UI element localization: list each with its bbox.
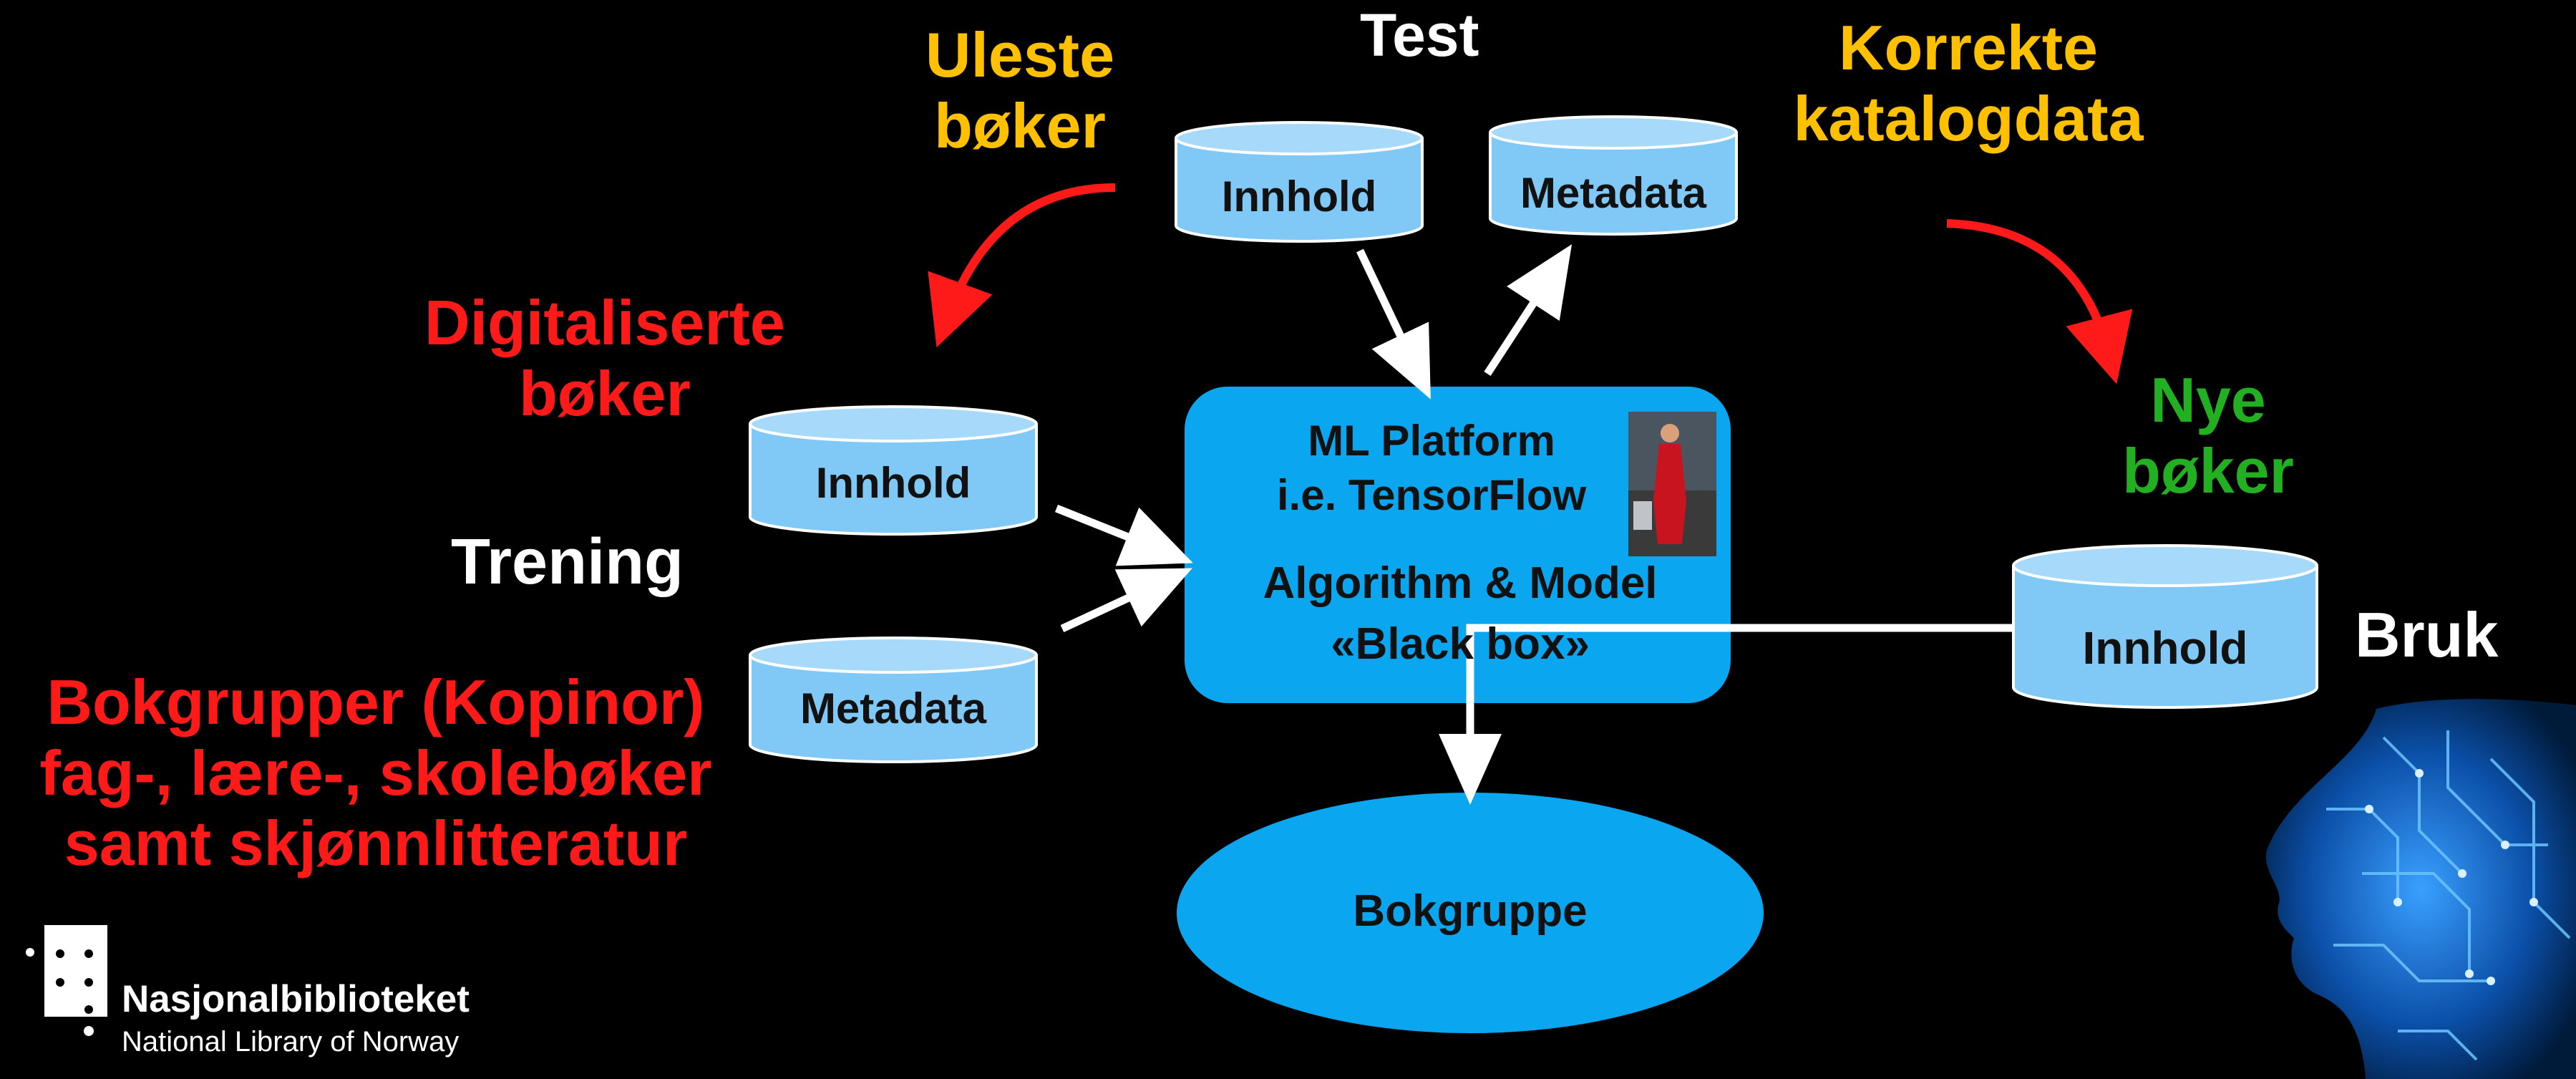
platform-line-3: Algorithm & Model [1263, 558, 1658, 608]
platform-line-1: ML Platform [1308, 417, 1555, 465]
ai-head-graphic [2265, 699, 2576, 1079]
bokgruppe-label: Bokgruppe [1353, 886, 1588, 936]
logo-name: Nasjonalbiblioteket [122, 978, 470, 1020]
train-metadata-label: Metadata [799, 684, 987, 732]
arrow-use-innhold-to-bokgruppe [1439, 624, 2013, 805]
bokgruppe-output [1177, 793, 1764, 1033]
trening-label: Trening [451, 526, 684, 598]
korrekte-katalogdata-label: Korrekte katalogdata [1793, 12, 2144, 154]
uleste-boker-label: Uleste bøker [925, 19, 1115, 161]
nye-boker-label: Nye bøker [2122, 364, 2294, 506]
person-photo [1628, 412, 1716, 556]
test-innhold-store [1175, 121, 1424, 243]
test-metadata-store [1489, 115, 1738, 236]
bruk-label: Bruk [2355, 599, 2499, 670]
test-innhold-label: Innhold [1221, 173, 1377, 221]
platform-line-2: i.e. TensorFlow [1276, 471, 1587, 519]
arrow-katalogdata-to-nye [1946, 219, 2133, 384]
bokgrupper-label: Bokgrupper (Kopinor) fag-, lære-, skoleb… [39, 667, 712, 879]
arrow-platform-to-test-metadata [1484, 244, 1573, 377]
logo-subtitle: National Library of Norway [122, 1026, 460, 1058]
nasjonalbiblioteket-logo-mark [26, 925, 107, 1036]
arrow-uleste-to-digitaliserte [928, 183, 1116, 348]
use-innhold-label: Innhold [2082, 622, 2248, 674]
platform-line-4: «Black box» [1331, 619, 1590, 669]
test-label: Test [1360, 1, 1479, 69]
train-innhold-label: Innhold [815, 459, 971, 507]
use-innhold-store [2012, 544, 2318, 709]
arrow-train-innhold-to-platform [1054, 504, 1193, 566]
digitaliserte-boker-label: Digitaliserte bøker [424, 287, 785, 429]
arrow-test-innhold-to-platform [1356, 248, 1431, 400]
train-innhold-store [749, 405, 1038, 536]
arrow-train-metadata-to-platform [1060, 568, 1192, 632]
train-metadata-store [749, 637, 1038, 763]
test-metadata-label: Metadata [1520, 169, 1707, 217]
